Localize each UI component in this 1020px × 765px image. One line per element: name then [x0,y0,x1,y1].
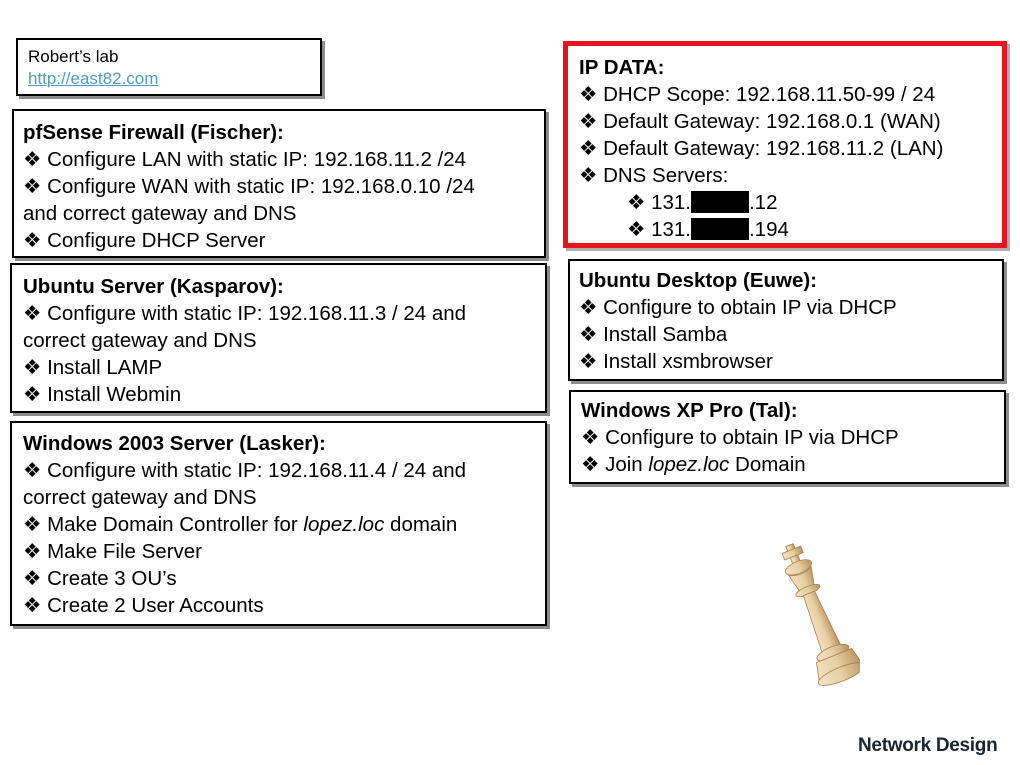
list-item: Install Samba [579,321,993,348]
ubuntu-desktop-box: Ubuntu Desktop (Euwe): Configure to obta… [568,259,1004,381]
lab-info-box: Robert’s lab http://east82.com [16,38,322,96]
list-item: DNS Servers: [579,162,991,189]
dns-server-item: 131. .12 [579,189,991,216]
ubuntu-server-title: Ubuntu Server (Kasparov): [23,275,284,298]
ip-data-title: IP DATA: [579,56,665,79]
dns-server-item: 131. .194 [579,216,991,243]
list-item: Create 3 OU’s [23,565,534,592]
dns-suffix: .194 [748,218,789,241]
list-item: DHCP Scope: 192.168.11.50-99 / 24 [579,81,991,108]
list-item-text: domain [384,513,458,536]
list-item: Configure DHCP Server [23,227,535,254]
list-item: Default Gateway: 192.168.11.2 (LAN) [579,135,991,162]
win2003-title: Windows 2003 Server (Lasker): [23,432,326,455]
list-item-continuation: correct gateway and DNS [23,486,257,509]
list-item: Default Gateway: 192.168.0.1 (WAN) [579,108,991,135]
ubuntu-server-box: Ubuntu Server (Kasparov): Configure with… [10,263,547,413]
pfsense-title: pfSense Firewall (Fischer): [23,121,284,144]
lab-name: Robert’s lab [28,47,119,66]
list-item: Configure with static IP: 192.168.11.4 /… [23,457,534,484]
redaction-block [690,218,749,240]
list-item: Make File Server [23,538,534,565]
windows-xp-pro-box: Windows XP Pro (Tal): Configure to obtai… [569,390,1006,484]
domain-name: lopez.loc [648,453,730,476]
list-item-text: Domain [729,453,806,476]
ip-data-box: IP DATA: DHCP Scope: 192.168.11.50-99 / … [563,41,1007,248]
list-item: Configure to obtain IP via DHCP [581,424,994,451]
list-item: Configure LAN with static IP: 192.168.11… [23,146,535,173]
domain-name: lopez.loc [303,513,385,536]
dns-prefix: 131. [651,191,691,214]
list-item: Make Domain Controller for lopez.loc dom… [23,511,534,538]
list-item-text: Make Domain Controller for [47,513,304,536]
list-item: Join lopez.loc Domain [581,451,994,478]
pfsense-firewall-box: pfSense Firewall (Fischer): Configure LA… [12,109,546,258]
list-item: Install Webmin [23,381,534,408]
redaction-block [690,191,749,213]
network-design-brand: Network Design [858,735,998,756]
ubuntu-desktop-title: Ubuntu Desktop (Euwe): [579,269,818,292]
list-item-continuation: correct gateway and DNS [23,329,257,352]
dns-suffix: .12 [748,191,778,214]
list-item: Install xsmbrowser [579,348,993,375]
list-item: Configure with static IP: 192.168.11.3 /… [23,300,534,327]
windows-2003-server-box: Windows 2003 Server (Lasker): Configure … [10,421,547,626]
list-item-text: Join [605,453,649,476]
list-item: Create 2 User Accounts [23,592,534,619]
winxp-title: Windows XP Pro (Tal): [581,399,798,422]
list-item: Install LAMP [23,354,534,381]
list-item-continuation: and correct gateway and DNS [23,202,297,225]
list-item: Configure to obtain IP via DHCP [579,294,993,321]
lab-url-link[interactable]: http://east82.com [28,69,159,88]
dns-prefix: 131. [651,218,691,241]
chess-king-icon [781,543,860,686]
list-item: Configure WAN with static IP: 192.168.0.… [23,173,535,200]
